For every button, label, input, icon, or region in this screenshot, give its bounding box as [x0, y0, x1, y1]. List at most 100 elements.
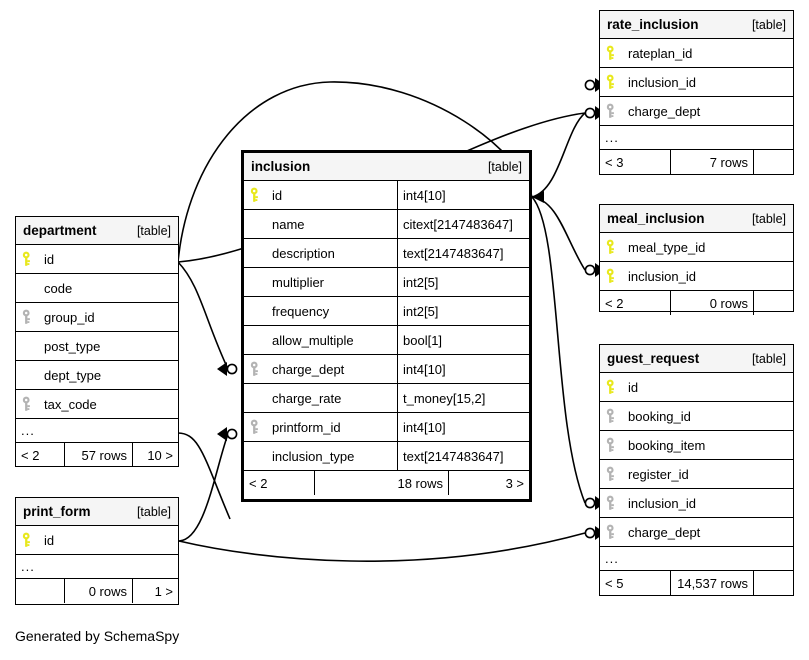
footer-next-link[interactable] — [753, 291, 793, 315]
foreign-key-icon — [606, 524, 625, 540]
column-name: booking_item — [628, 437, 706, 453]
column-name: allow_multiple — [272, 332, 354, 348]
column-row[interactable]: id — [600, 373, 793, 402]
inclusion-printform-id-endpoint — [217, 427, 238, 441]
more-columns-indicator[interactable]: ... — [16, 419, 178, 443]
footer-prev-link[interactable]: < 3 — [605, 154, 624, 170]
column-name-cell: code — [16, 274, 178, 302]
column-row[interactable]: register_id — [600, 460, 793, 489]
column-row[interactable]: tax_code — [16, 390, 178, 419]
primary-key-icon — [250, 187, 269, 203]
column-row[interactable]: meal_type_id — [600, 233, 793, 262]
footer-prev-link[interactable]: < 2 — [21, 447, 40, 463]
column-name: id — [628, 379, 639, 395]
column-name-cell: id — [16, 245, 178, 273]
column-row[interactable]: group_id — [16, 303, 178, 332]
column-name-cell: dept_type — [16, 361, 178, 389]
column-row[interactable]: inclusion_type text[2147483647] — [244, 442, 529, 471]
column-name: group_id — [44, 309, 95, 325]
column-type: text[2147483647] — [403, 448, 504, 464]
column-row[interactable]: post_type — [16, 332, 178, 361]
footer-next-link[interactable]: 10 > — [132, 443, 178, 467]
column-type: bool[1] — [403, 332, 443, 348]
column-name-cell: multiplier — [244, 268, 397, 296]
foreign-key-icon — [606, 466, 625, 482]
column-name-cell: id — [600, 373, 793, 401]
footer-caption: Generated by SchemaSpy — [15, 628, 180, 644]
column-name: description — [272, 245, 335, 261]
table-header-department: department[table] — [16, 217, 178, 245]
column-row[interactable]: booking_id — [600, 402, 793, 431]
table-department[interactable]: department[table]id code group_id post_type… — [15, 216, 179, 467]
column-name-cell: allow_multiple — [244, 326, 397, 354]
column-name: multiplier — [272, 274, 325, 290]
column-type-cell: int2[5] — [397, 297, 529, 325]
more-columns-indicator[interactable]: ... — [16, 555, 178, 579]
more-columns-indicator[interactable]: ... — [600, 126, 793, 150]
column-name: printform_id — [272, 419, 341, 435]
column-name: inclusion_id — [628, 495, 696, 511]
table-title: inclusion — [251, 159, 311, 174]
column-name-cell: inclusion_id — [600, 68, 793, 96]
column-row[interactable]: id — [16, 245, 178, 274]
column-name-cell: inclusion_id — [600, 489, 793, 517]
column-name: code — [44, 280, 73, 296]
primary-key-icon — [606, 379, 625, 395]
column-name-cell: charge_rate — [244, 384, 397, 412]
column-row[interactable]: code — [16, 274, 178, 303]
column-row[interactable]: dept_type — [16, 361, 178, 390]
footer-next-link[interactable]: 3 > — [448, 471, 529, 495]
table-type-tag: [table] — [136, 223, 171, 238]
footer-next-link[interactable] — [753, 150, 793, 174]
column-row[interactable]: charge_dept — [600, 97, 793, 126]
foreign-key-icon — [606, 103, 625, 119]
column-row[interactable]: charge_dept — [600, 518, 793, 547]
column-name: id — [272, 187, 283, 203]
column-name: charge_dept — [628, 524, 701, 540]
column-name: tax_code — [44, 396, 97, 412]
column-name: post_type — [44, 338, 101, 354]
column-name-cell: rateplan_id — [600, 39, 793, 67]
column-row[interactable]: inclusion_id — [600, 489, 793, 518]
column-row[interactable]: id — [16, 526, 178, 555]
column-type-cell: bool[1] — [397, 326, 529, 354]
more-columns-indicator[interactable]: ... — [600, 547, 793, 571]
column-name: charge_dept — [272, 361, 345, 377]
foreign-key-icon — [606, 437, 625, 453]
column-type-cell: text[2147483647] — [397, 442, 529, 470]
footer-prev-link[interactable]: < 2 — [605, 295, 624, 311]
foreign-key-icon — [22, 309, 41, 325]
footer-next-link[interactable]: 1 > — [132, 579, 178, 603]
footer-prev-link[interactable] — [16, 579, 64, 603]
crowsfoot-arrowhead — [217, 427, 227, 441]
column-row[interactable]: allow_multiple bool[1] — [244, 326, 529, 355]
column-name-cell: id — [244, 181, 397, 209]
column-row[interactable]: inclusion_id — [600, 262, 793, 291]
column-row[interactable]: inclusion_id — [600, 68, 793, 97]
column-name-cell: inclusion_type — [244, 442, 397, 470]
footer-prev-link[interactable]: < 2 — [249, 475, 268, 491]
column-name: rateplan_id — [628, 45, 693, 61]
relationship-edge — [531, 196, 586, 271]
column-row[interactable]: rateplan_id — [600, 39, 793, 68]
footer-prev-link[interactable]: < 5 — [605, 575, 624, 591]
column-name: booking_id — [628, 408, 691, 424]
column-name-cell: charge_dept — [600, 97, 793, 125]
footer-next-link[interactable] — [753, 571, 793, 595]
column-row[interactable]: booking_item — [600, 431, 793, 460]
